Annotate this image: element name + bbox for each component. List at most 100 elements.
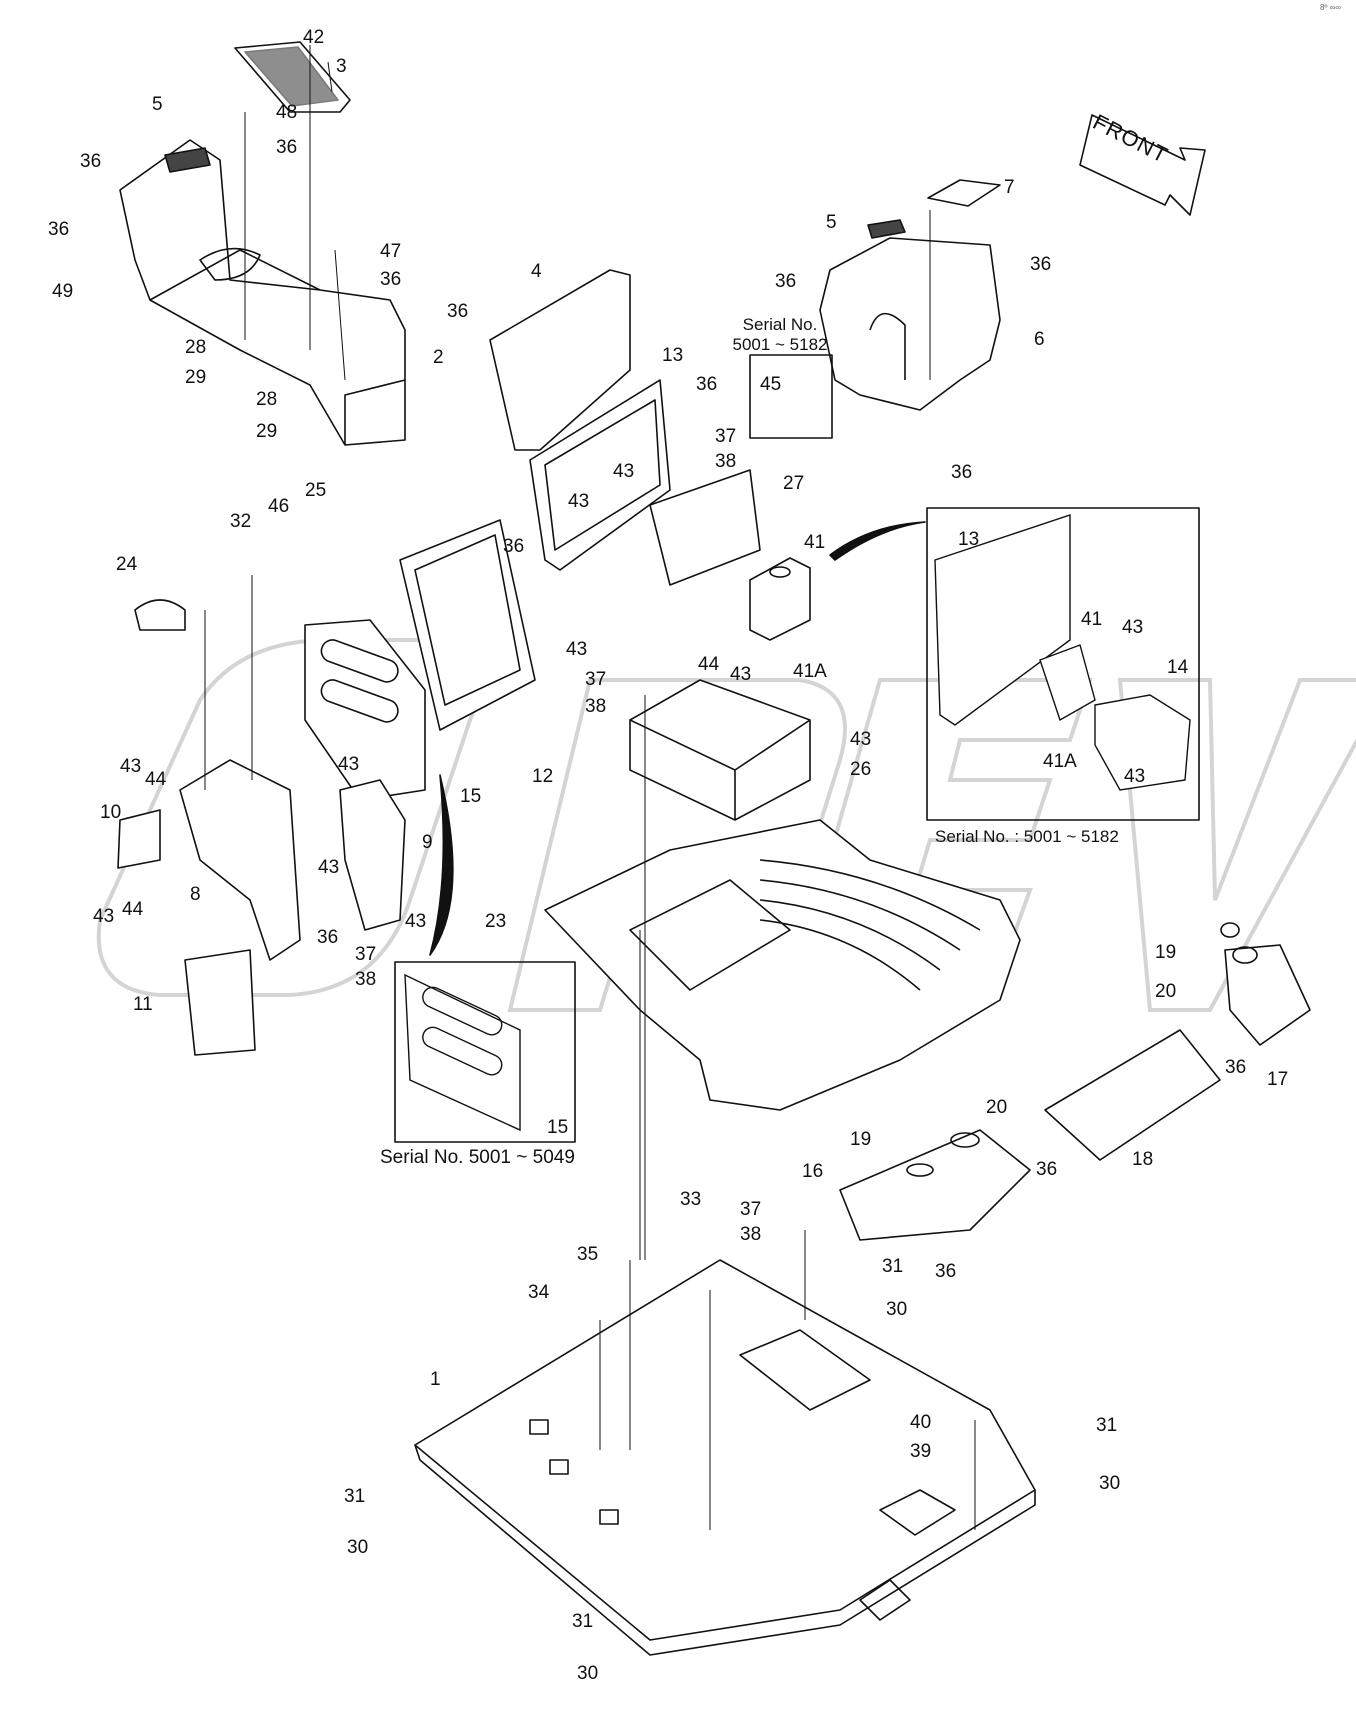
front-direction-arrow — [1079, 114, 1206, 216]
callout-12: 12 — [532, 766, 554, 787]
callout-32: 32 — [230, 511, 252, 532]
part-41-tank — [749, 557, 811, 641]
callout-43: 43 — [1124, 766, 1146, 787]
part-17-vent — [1224, 944, 1311, 1046]
callout-28: 28 — [256, 389, 278, 410]
callout-41A: 41A — [1043, 751, 1077, 772]
callout-44: 44 — [122, 899, 144, 920]
callout-37: 37 — [740, 1199, 762, 1220]
callout-41A: 41A — [793, 661, 827, 682]
callout-45: 45 — [760, 374, 782, 395]
part-24-cushion — [134, 599, 186, 631]
callout-36: 36 — [1030, 254, 1052, 275]
callout-14: 14 — [1167, 657, 1189, 678]
callout-4: 4 — [531, 261, 542, 282]
callout-48: 48 — [276, 102, 298, 123]
callout-31: 31 — [572, 1611, 594, 1632]
callout-23: 23 — [485, 911, 507, 932]
callout-40: 40 — [910, 1412, 932, 1433]
callout-8: 8 — [190, 884, 201, 905]
corner-mark: 8º ∞∞ — [1320, 3, 1341, 12]
part-20-ring — [950, 1132, 980, 1148]
callout-11: 11 — [133, 994, 153, 1015]
part-26-box — [629, 679, 811, 821]
serial-box-right — [926, 507, 1200, 821]
serial-note-bottom: Serial No. 5001 ~ 5049 — [380, 1147, 575, 1168]
callout-30: 30 — [886, 1299, 908, 1320]
callout-15: 15 — [547, 1117, 569, 1138]
callout-30: 30 — [1099, 1473, 1121, 1494]
callout-19: 19 — [1155, 942, 1177, 963]
callout-20: 20 — [1155, 981, 1177, 1002]
part-2-left-console — [119, 139, 406, 446]
callout-27: 27 — [783, 473, 805, 494]
callout-43: 43 — [730, 664, 752, 685]
callout-36: 36 — [276, 137, 298, 158]
callout-44: 44 — [145, 769, 167, 790]
part-27-sheet — [649, 469, 761, 586]
part-7-lid — [927, 179, 1001, 207]
callout-38: 38 — [740, 1224, 762, 1245]
callout-36: 36 — [447, 301, 469, 322]
callout-2: 2 — [433, 347, 444, 368]
callout-36: 36 — [696, 374, 718, 395]
callout-26: 26 — [850, 759, 872, 780]
part-13-frame — [529, 379, 671, 571]
part-6-right-console — [819, 219, 1001, 411]
callout-43: 43 — [318, 857, 340, 878]
callout-31: 31 — [882, 1256, 904, 1277]
callout-3: 3 — [336, 56, 347, 77]
callout-16: 16 — [802, 1161, 824, 1182]
callout-28: 28 — [185, 337, 207, 358]
callout-13: 13 — [958, 529, 980, 550]
callout-38: 38 — [355, 969, 377, 990]
callout-37: 37 — [585, 669, 607, 690]
leader-lines — [204, 45, 976, 1530]
pointer-right — [829, 521, 926, 561]
callout-36: 36 — [1036, 1159, 1058, 1180]
callout-39: 39 — [910, 1441, 932, 1462]
part-18-duct — [1044, 1029, 1221, 1161]
part-15-panel — [304, 619, 426, 801]
part-4-panel — [489, 269, 631, 451]
callout-43: 43 — [338, 754, 360, 775]
callout-43: 43 — [405, 911, 427, 932]
part-8-bracket — [179, 759, 301, 961]
callout-19: 19 — [850, 1129, 872, 1150]
callout-41: 41 — [1081, 609, 1103, 630]
callout-36: 36 — [380, 269, 402, 290]
callout-5: 5 — [826, 212, 837, 233]
serial-box-45 — [749, 354, 833, 439]
callout-43: 43 — [566, 639, 588, 660]
callout-37: 37 — [355, 944, 377, 965]
callout-34: 34 — [528, 1282, 550, 1303]
part-3-grille — [234, 41, 351, 113]
callout-41: 41 — [804, 532, 826, 553]
callout-20: 20 — [986, 1097, 1008, 1118]
callout-38: 38 — [715, 451, 737, 472]
callout-36: 36 — [317, 927, 339, 948]
callout-25: 25 — [305, 480, 327, 501]
callout-43: 43 — [613, 461, 635, 482]
callout-29: 29 — [256, 421, 278, 442]
callout-30: 30 — [347, 1537, 369, 1558]
callout-36: 36 — [503, 536, 525, 557]
callout-36: 36 — [80, 151, 102, 172]
part-9-cover — [339, 779, 406, 931]
callout-29: 29 — [185, 367, 207, 388]
callout-9: 9 — [422, 832, 433, 853]
callout-5: 5 — [152, 94, 163, 115]
part-19-ring — [906, 1163, 934, 1177]
callout-36: 36 — [951, 462, 973, 483]
callout-35: 35 — [577, 1244, 599, 1265]
callout-17: 17 — [1267, 1069, 1289, 1090]
part-10-bracket — [117, 809, 161, 869]
serial-note-top: Serial No. 5001 ~ 5182 — [725, 315, 835, 354]
callout-43: 43 — [120, 756, 142, 777]
callout-43: 43 — [568, 491, 590, 512]
callout-43: 43 — [850, 729, 872, 750]
callout-33: 33 — [680, 1189, 702, 1210]
serial-box-bottom — [394, 961, 576, 1143]
